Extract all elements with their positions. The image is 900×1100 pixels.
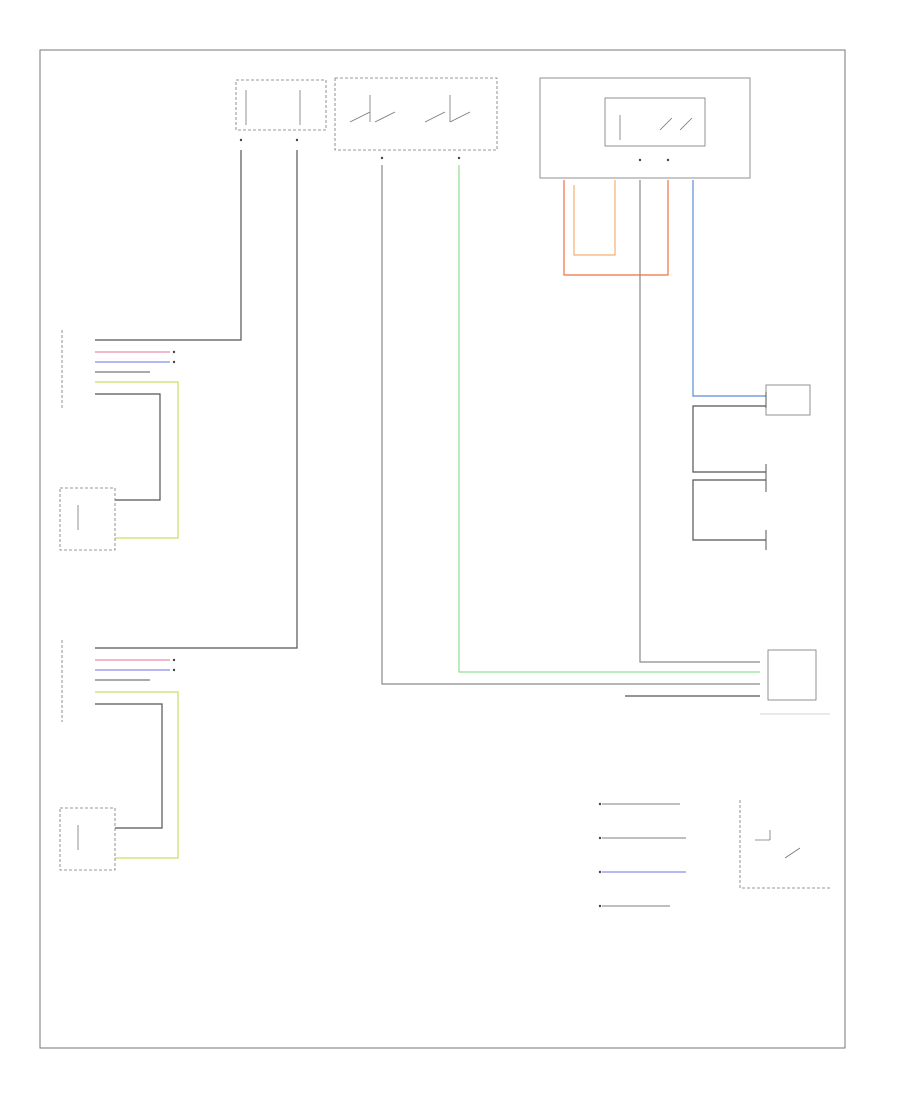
left-lower-switch-box <box>59 807 116 871</box>
left-lower-harness-connector <box>61 640 176 722</box>
diagram-border <box>39 49 846 1049</box>
wire-orange-loop <box>563 180 669 276</box>
wire-black-upper-switch <box>95 393 161 501</box>
relay-switch-block-center <box>334 77 498 160</box>
wire-gray-module-bus <box>639 180 760 663</box>
left-upper-switch-box <box>59 487 116 551</box>
wire-black-lower-switch <box>95 703 163 829</box>
wire-yellow-green-lower <box>95 691 179 859</box>
wire-yellow-green-upper <box>95 381 179 539</box>
bottom-right-connector-wires <box>598 802 686 908</box>
wire-gray-bus <box>381 165 760 685</box>
wire-black-upper-feed <box>95 150 242 341</box>
wire-black-right-loop-2 <box>692 479 766 541</box>
bus-end-connector <box>625 649 830 715</box>
left-upper-harness-connector <box>61 330 176 410</box>
bottom-right-switch-box <box>739 800 830 889</box>
control-module-block-right <box>539 77 751 179</box>
fuse-block-left <box>235 79 327 142</box>
wire-green-bus <box>458 165 760 673</box>
wire-black-right-loop-1 <box>692 405 766 473</box>
wire-blue-right <box>692 180 766 397</box>
right-sensor-connector-upper <box>765 384 811 416</box>
wire-black-lower-feed <box>95 150 298 649</box>
wire-light-orange-loop <box>573 180 616 256</box>
